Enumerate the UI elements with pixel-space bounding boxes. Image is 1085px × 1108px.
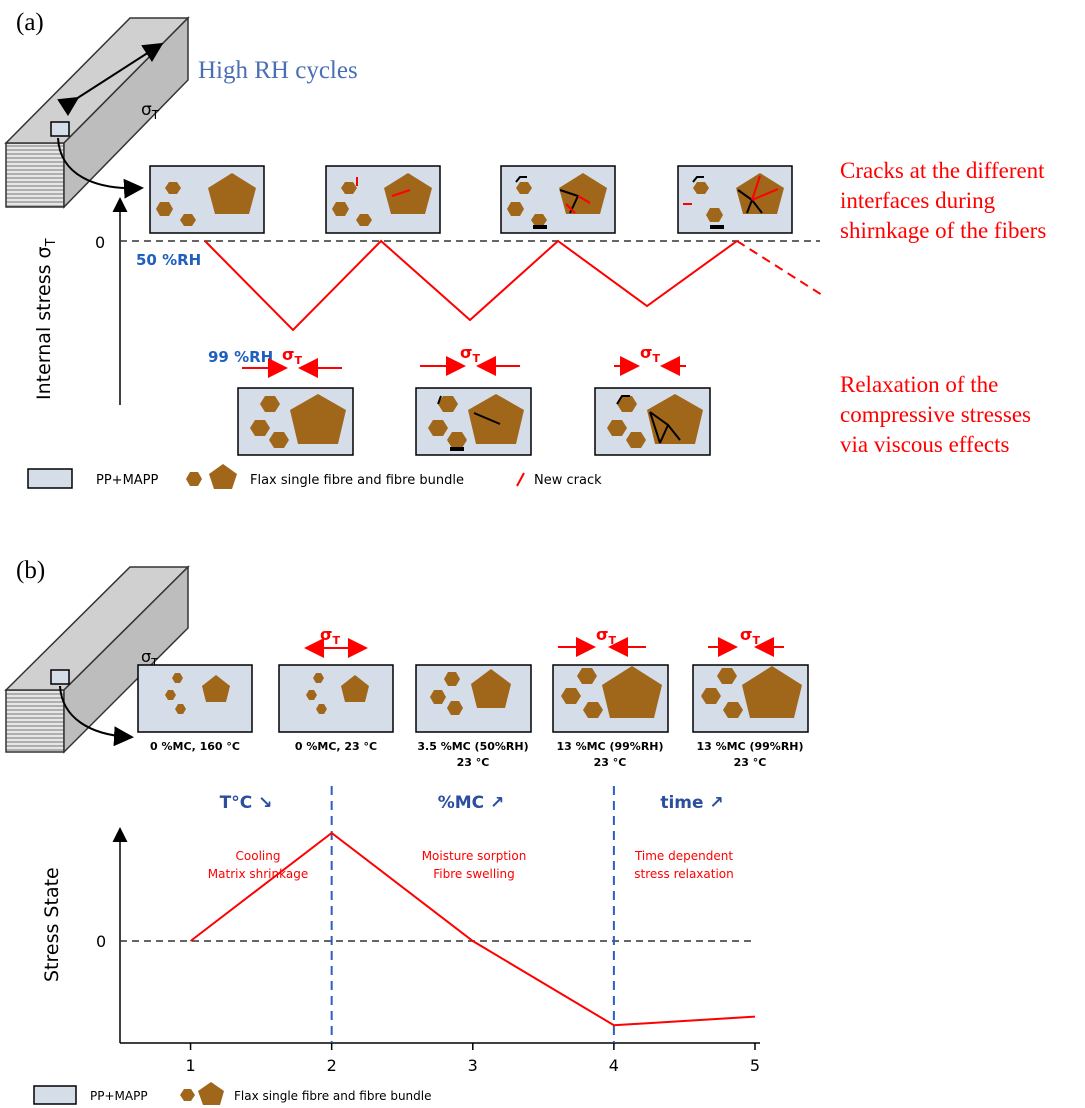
phase-desc-time-2: stress relaxation — [634, 867, 734, 881]
legend-b-matrix-swatch — [33, 1085, 77, 1105]
cell-b-4 — [552, 664, 669, 733]
x-tick-label-2: 2 — [327, 1056, 337, 1075]
svg-text:σT: σT — [640, 343, 660, 365]
panel-b-tag: (b) — [16, 557, 45, 584]
panel-a-legend: PP+MAPP Flax single fibre and fibre bund… — [27, 464, 602, 489]
label-50rh: 50 %RH — [136, 251, 201, 269]
stress-state-line-1 — [189, 831, 756, 1027]
legend-matrix-swatch — [27, 468, 73, 489]
cell-b-2 — [278, 664, 394, 733]
panel-a-title: High RH cycles — [198, 57, 358, 84]
panel-a-beam-sigma: σT — [141, 100, 160, 122]
cell-a-top-3 — [500, 165, 616, 234]
svg-text:σT: σT — [740, 625, 760, 647]
legend-fibre-label: Flax single fibre and fibre bundle — [250, 473, 464, 488]
state-captions: 0 %MC, 160 °C 0 %MC, 23 °C 3.5 %MC (50%R… — [150, 740, 803, 769]
sigma-arrow-b-2: σT — [304, 625, 368, 658]
composite-beam-icon — [4, 16, 190, 209]
zoom-arrow-b — [59, 685, 134, 747]
panel-b-beam-sigma: σT — [141, 647, 158, 669]
phase-desc-time-1: Time dependent — [634, 849, 733, 863]
cell-b-3 — [415, 664, 532, 733]
state-caption-5-temp: 23 °C — [734, 756, 767, 769]
panel-a-tag: (a) — [16, 9, 44, 36]
legend-crack-mark — [516, 472, 525, 487]
cracks-annotation: Cracks at the different interfaces durin… — [840, 158, 1050, 243]
sigma-arrow-b-4: σT — [558, 625, 646, 657]
zoom-arrow-a — [57, 137, 144, 199]
cell-a-bottom-2 — [415, 387, 532, 456]
state-caption-1: 0 %MC, 160 °C — [150, 740, 240, 753]
svg-text:σT: σT — [596, 625, 616, 647]
x-tick-label-5: 5 — [750, 1056, 760, 1075]
x-tick-label-1: 1 — [185, 1056, 195, 1075]
phase-desc-cooling-1: Cooling — [236, 849, 281, 863]
legend-matrix-label: PP+MAPP — [96, 473, 159, 488]
svg-text:σT: σT — [320, 625, 340, 647]
label-99rh: 99 %RH — [208, 348, 273, 366]
state-caption-5: 13 %MC (99%RH) — [696, 740, 803, 753]
phase-desc-cooling-2: Matrix shrinkage — [208, 867, 308, 881]
phase-title-cooling: T°C ↘ — [220, 793, 273, 813]
phase-desc-moisture-2: Fibre swelling — [433, 867, 515, 881]
cell-a-top-4 — [677, 165, 793, 234]
panel-a-stress-line-continuation — [736, 240, 823, 296]
cell-a-top-1 — [149, 165, 265, 234]
sigma-arrow-a-1: σT — [242, 345, 342, 378]
cell-b-5 — [692, 664, 809, 733]
legend-fibre-hex — [186, 472, 202, 486]
state-caption-4-temp: 23 °C — [594, 756, 627, 769]
panel-a-y-title: Internal stress σT — [33, 238, 59, 400]
panel-a-stress-line — [204, 239, 738, 332]
relaxation-annotation: Relaxation of the compressive stresses v… — [840, 372, 1037, 457]
chart-y-title: Stress State — [41, 867, 63, 982]
sigma-arrow-a-2: σT — [420, 343, 520, 376]
state-caption-2: 0 %MC, 23 °C — [295, 740, 377, 753]
legend-b-matrix-label: PP+MAPP — [90, 1089, 148, 1103]
phase-desc-moisture-1: Moisture sorption — [422, 849, 527, 863]
legend-bundle-pentagon — [209, 464, 237, 489]
cell-a-bottom-3 — [594, 387, 711, 456]
composite-beam-icon-b — [4, 565, 190, 754]
state-caption-3-temp: 23 °C — [457, 756, 490, 769]
panel-a-zero-label: 0 — [95, 233, 105, 252]
state-caption-4: 13 %MC (99%RH) — [556, 740, 663, 753]
svg-text:σT: σT — [460, 343, 480, 365]
sigma-arrow-a-3: σT — [614, 343, 686, 376]
cell-b-1 — [137, 664, 253, 733]
phase-title-time: time ↗ — [660, 793, 723, 813]
x-tick-label-4: 4 — [609, 1056, 619, 1075]
legend-b-bundle-pentagon — [198, 1082, 224, 1105]
sigma-arrow-b-5: σT — [708, 625, 784, 657]
legend-b-fibre-hex — [180, 1089, 195, 1101]
state-caption-3: 3.5 %MC (50%RH) — [417, 740, 528, 753]
panel-b-legend: PP+MAPP Flax single fibre and fibre bund… — [33, 1082, 431, 1105]
legend-b-fibre-label: Flax single fibre and fibre bundle — [234, 1089, 431, 1103]
legend-crack-label: New crack — [534, 473, 602, 488]
cell-a-bottom-1 — [237, 387, 354, 456]
stress-state-chart: 0 1 2 3 4 5 — [96, 786, 760, 1075]
x-tick-label-3: 3 — [468, 1056, 478, 1075]
cell-a-top-2 — [325, 165, 441, 234]
chart-zero-label: 0 — [96, 932, 106, 951]
phase-title-moisture: %MC ↗ — [438, 793, 505, 813]
svg-text:σT: σT — [282, 345, 302, 367]
